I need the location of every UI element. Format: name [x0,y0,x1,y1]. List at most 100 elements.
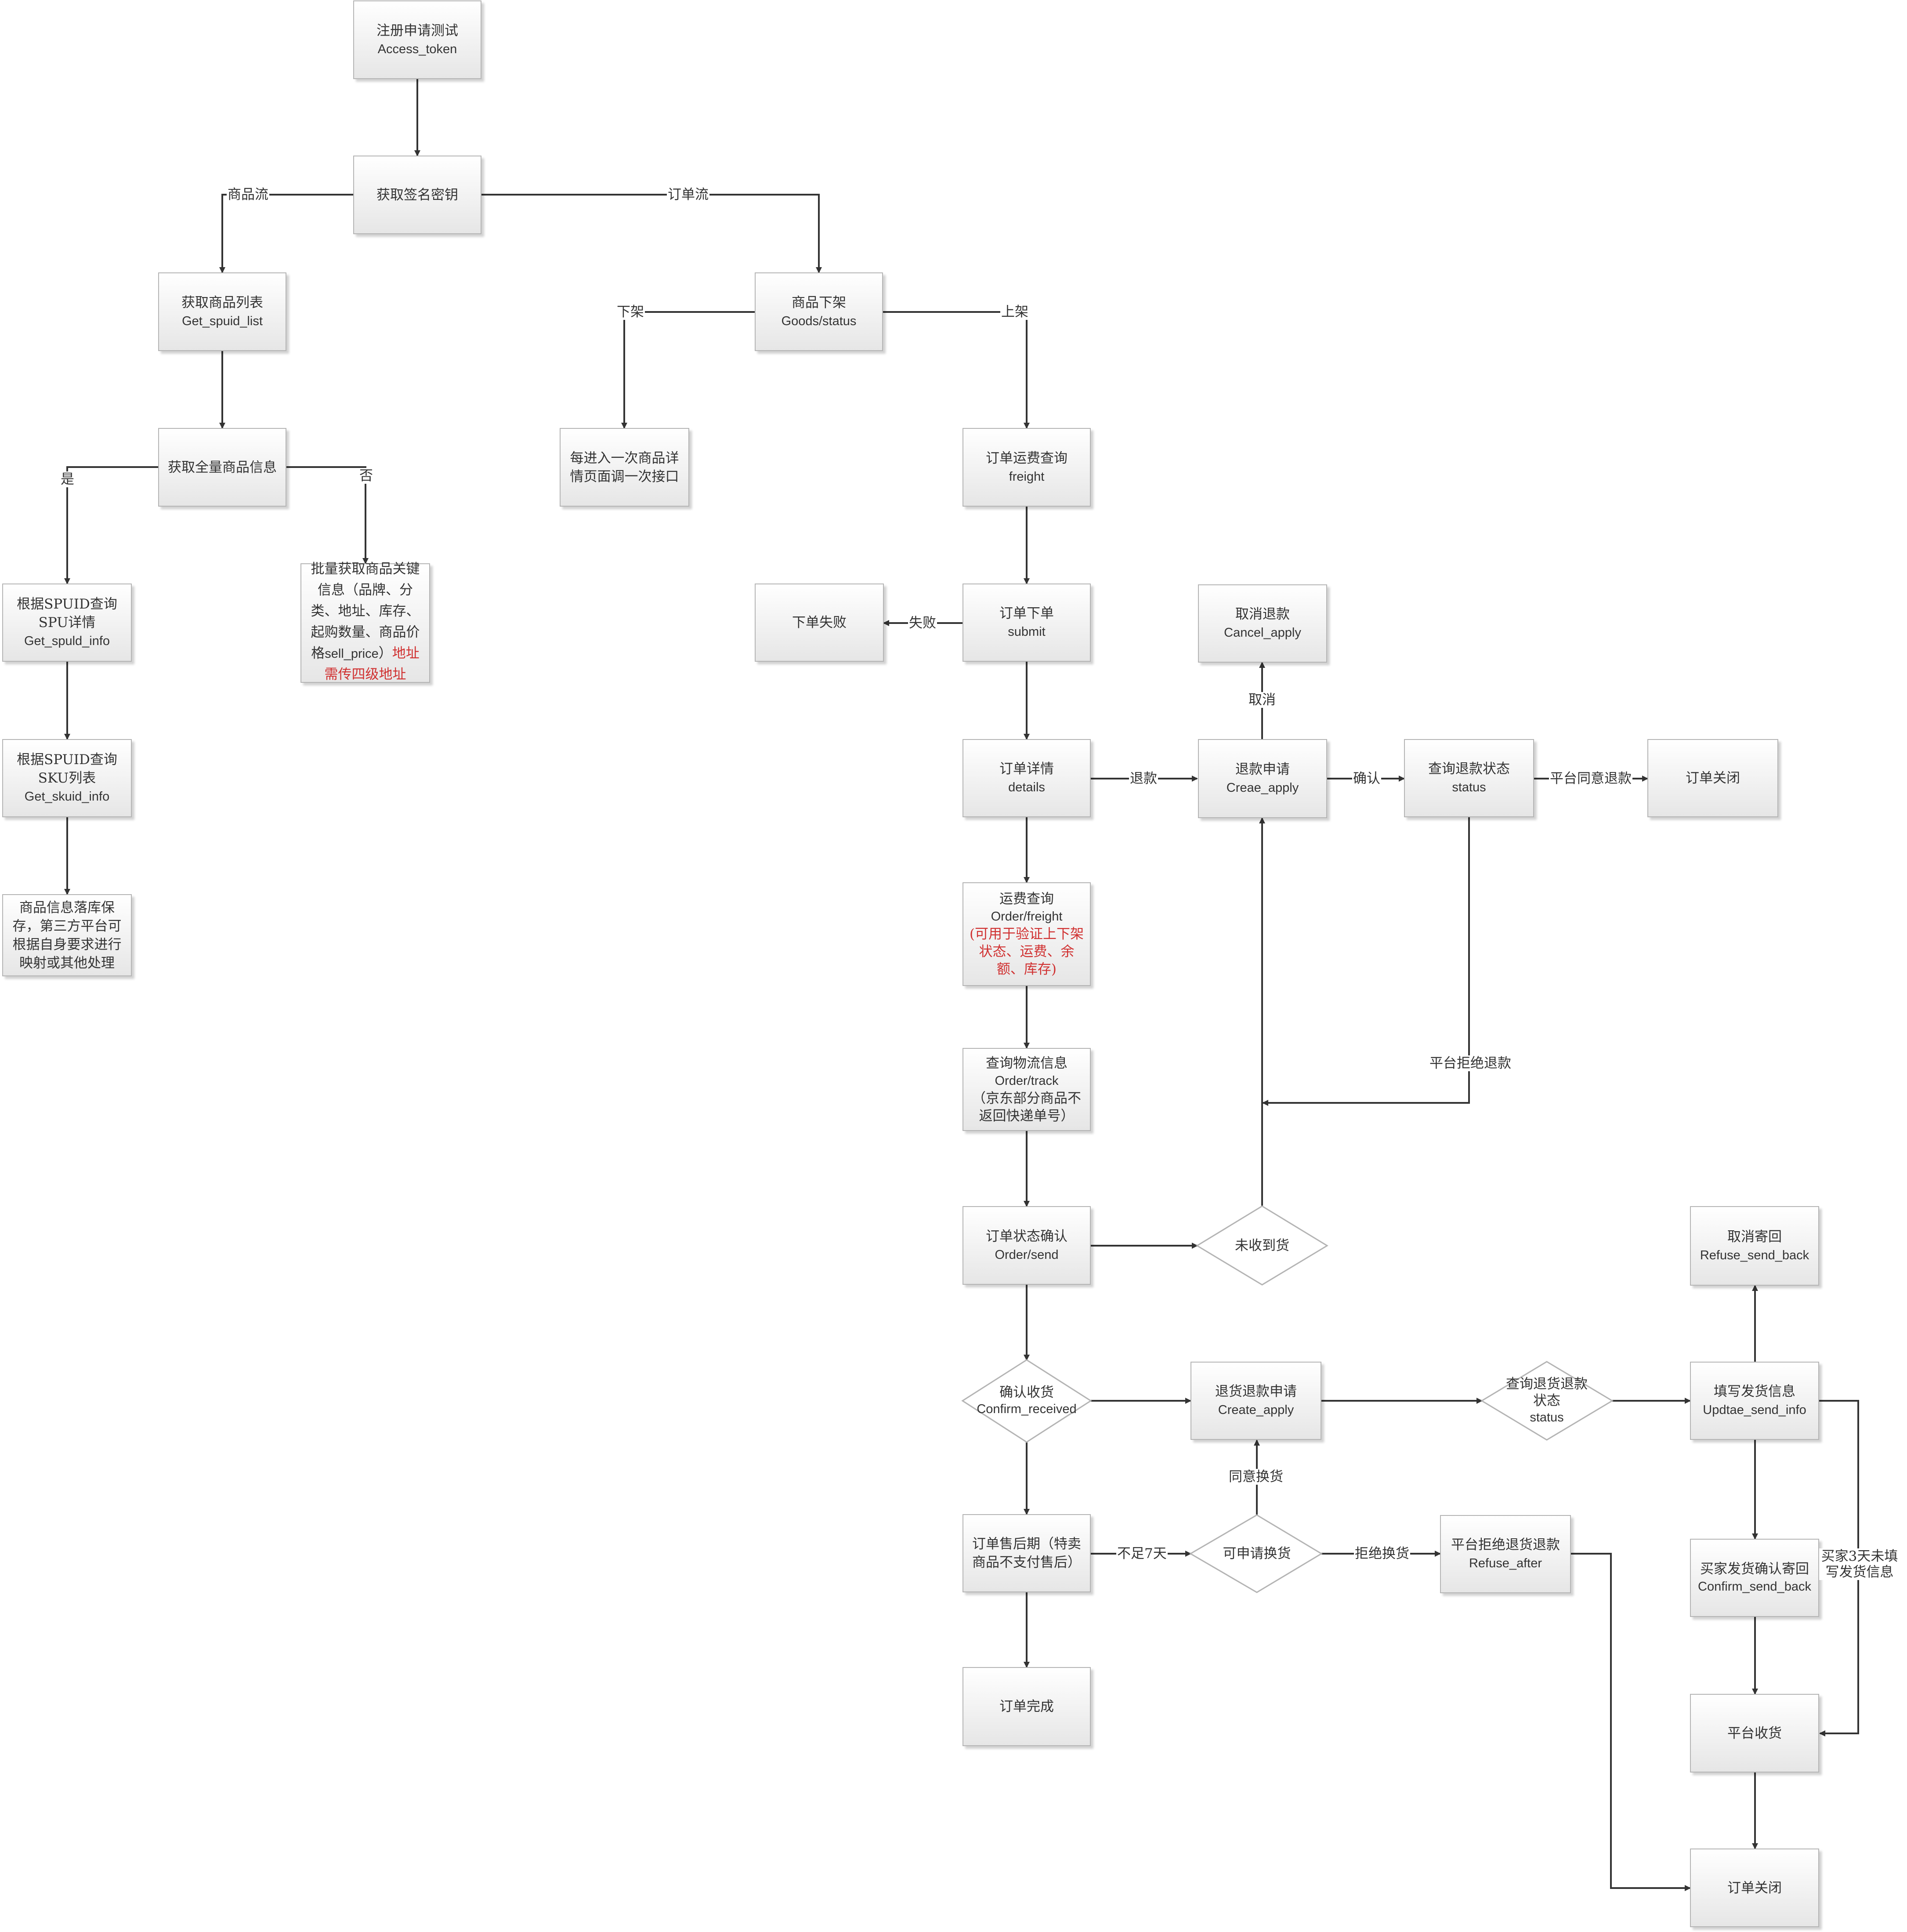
node-after-sale[interactable]: 订单售后期（特卖商品不支付售后） [963,1514,1091,1592]
node-order-close-2-zh: 订单关闭 [1727,1880,1782,1896]
node-track[interactable]: 查询物流信息 Order/track （京东部分商品不返回快递单号） [963,1048,1091,1131]
label-reject-exchange: 拒绝换货 [1354,1546,1410,1562]
node-freight[interactable]: 订单运费查询 freight [963,428,1091,507]
node-spu-detail-en: Get_spuld_info [24,634,110,648]
node-freight-en: freight [1009,469,1045,484]
edge-signature-spuid [219,194,353,273]
node-freight-zh: 订单运费查询 [986,450,1067,466]
node-spu-detail[interactable]: 根据SPUID查询SPU详情 Get_spuld_info [2,584,132,662]
label-refund: 退款 [1129,771,1158,787]
node-refund-status-en: status [1452,780,1486,794]
diamond-return-status-label[interactable]: 查询退货退款状态 status [1495,1371,1599,1431]
node-cancel-apply[interactable]: 取消退款 Cancel_apply [1198,584,1327,663]
label-no: 否 [358,468,374,484]
node-batch-info[interactable]: 批量获取商品关键信息（品牌、分类、地址、库存、起购数量、商品价格sell_pri… [300,560,430,686]
node-details-en: details [1008,780,1045,794]
node-register-en: Access_token [377,42,457,56]
node-order-close-2[interactable]: 订单关闭 [1690,1849,1819,1927]
node-send-info-en: Updtae_send_info [1703,1403,1806,1417]
edge-refuseafter-close [1571,1553,1691,1891]
node-sku-list-en: Get_skuid_info [24,790,110,804]
node-register-zh: 注册申请测试 [376,22,458,39]
node-confirm-send-back[interactable]: 买家发货确认寄回 Confirm_send_back [1690,1539,1819,1617]
node-order-freight-en: Order/freight [991,910,1063,924]
label-order-flow: 订单流 [667,187,709,203]
node-register[interactable]: 注册申请测试 Access_token [353,0,481,79]
node-confirm-send-back-zh: 买家发货确认寄回 [1700,1561,1809,1577]
diamond-confirm-received [961,1359,1092,1443]
node-track-zh2: （京东部分商品不返回快递单号） [972,1090,1081,1124]
node-goods-save[interactable]: 商品信息落库保存，第三方平台可根据自身要求进行映射或其他处理 [2,894,132,976]
node-detail-page-zh: 每进入一次商品详情页面调一次接口 [570,450,679,485]
label-yes: 是 [60,471,75,487]
node-spuid-list[interactable]: 获取商品列表 Get_spuid_list [158,272,286,351]
node-send-info[interactable]: 填写发货信息 Updtae_send_info [1690,1362,1819,1440]
node-order-close-1[interactable]: 订单关闭 [1647,739,1778,817]
label-goods-flow: 商品流 [227,187,269,203]
node-submit-en: submit [1008,625,1046,639]
edge-status-reject [1262,817,1470,1106]
node-create-apply-en: Creae_apply [1226,781,1299,795]
label-agree-exchange: 同意换货 [1228,1469,1284,1485]
node-refuse-after-zh: 平台拒绝退货退款 [1451,1537,1560,1553]
diamond-can-exchange-label[interactable]: 可申请换货 [1201,1536,1312,1571]
node-send-info-zh: 填写发货信息 [1714,1384,1795,1399]
node-batch-info-zh: 批量获取商品关键信息（品牌、分类、地址、库存、起购数量、商品价格 [311,561,420,661]
node-spu-detail-zh: 根据SPUID查询SPU详情 [17,596,117,631]
diamond-can-exchange-zh: 可申请换货 [1223,1546,1291,1562]
node-order-freight-zh: 运费查询 [999,891,1054,907]
node-submit[interactable]: 订单下单 submit [963,584,1091,662]
diamond-return-status [1480,1361,1614,1441]
edge-allgoods-batch [286,466,369,564]
node-goods-save-zh: 商品信息落库保存，第三方平台可根据自身要求进行映射或其他处理 [12,899,122,971]
diamond-return-status-zh: 查询退货退款状态 [1506,1376,1588,1409]
edge-goods-detailpage [621,311,755,429]
node-after-sale-zh: 订单售后期（特卖商品不支付售后） [972,1536,1081,1570]
node-order-fail-zh: 下单失败 [792,615,847,631]
node-detail-page[interactable]: 每进入一次商品详情页面调一次接口 [560,428,689,507]
node-return-apply[interactable]: 退货退款申请 Create_apply [1191,1362,1321,1440]
node-platform-receive-zh: 平台收货 [1727,1725,1782,1741]
diamond-not-received-label[interactable]: 未收到货 [1206,1228,1318,1263]
node-batch-info-text: 批量获取商品关键信息（品牌、分类、地址、库存、起购数量、商品价格sell_pri… [306,560,425,686]
edge-goods-freight [883,311,1030,429]
label-on-shelf: 上架 [1000,304,1029,320]
node-all-goods[interactable]: 获取全量商品信息 [158,428,286,507]
node-refund-status-zh: 查询退款状态 [1428,761,1510,777]
node-cancel-apply-en: Cancel_apply [1224,626,1301,640]
node-signature-zh: 获取签名密钥 [376,187,458,203]
diamond-can-exchange [1189,1514,1323,1593]
node-order-done-zh: 订单完成 [999,1699,1054,1715]
label-platform-agree: 平台同意退款 [1549,771,1632,787]
node-create-apply[interactable]: 退款申请 Creae_apply [1198,739,1327,818]
node-order-done[interactable]: 订单完成 [963,1667,1091,1746]
node-order-fail[interactable]: 下单失败 [755,584,884,662]
node-order-freight[interactable]: 运费查询 Order/freight (可用于验证上下架状态、运费、余额、库存) [963,882,1091,986]
node-signature[interactable]: 获取签名密钥 [353,156,481,234]
label-less-7-days: 不足7天 [1116,1546,1168,1562]
node-batch-info-zh-tail: ） [378,645,392,661]
node-cancel-send-back-zh: 取消寄回 [1727,1229,1782,1245]
node-sku-list[interactable]: 根据SPUID查询SKU列表 Get_skuid_info [2,739,132,817]
node-refuse-after[interactable]: 平台拒绝退货退款 Refuse_after [1440,1515,1571,1593]
node-sku-list-zh: 根据SPUID查询SKU列表 [17,752,117,786]
label-confirm: 确认 [1352,771,1381,787]
node-cancel-send-back[interactable]: 取消寄回 Refuse_send_back [1690,1206,1819,1286]
node-track-en: Order/track [995,1073,1059,1088]
diamond-return-status-en: status [1530,1410,1564,1425]
edge-allgoods-spudetail [64,466,158,584]
diamond-confirm-received-zh: 确认收货 [999,1385,1054,1400]
node-refund-status[interactable]: 查询退款状态 status [1404,739,1534,817]
node-platform-receive[interactable]: 平台收货 [1690,1694,1819,1773]
node-goods-status-zh: 商品下架 [792,294,846,311]
label-fail: 失败 [908,615,937,631]
diamond-confirm-received-label[interactable]: 确认收货 Confirm_received [971,1371,1082,1431]
edge-signature-goods [481,194,822,273]
node-cancel-send-back-en: Refuse_send_back [1700,1248,1809,1262]
node-goods-status[interactable]: 商品下架 Goods/status [755,272,883,351]
node-goods-status-en: Goods/status [781,314,857,328]
node-order-send[interactable]: 订单状态确认 Order/send [963,1206,1091,1285]
node-details[interactable]: 订单详情 details [963,739,1091,817]
node-submit-zh: 订单下单 [999,605,1054,621]
